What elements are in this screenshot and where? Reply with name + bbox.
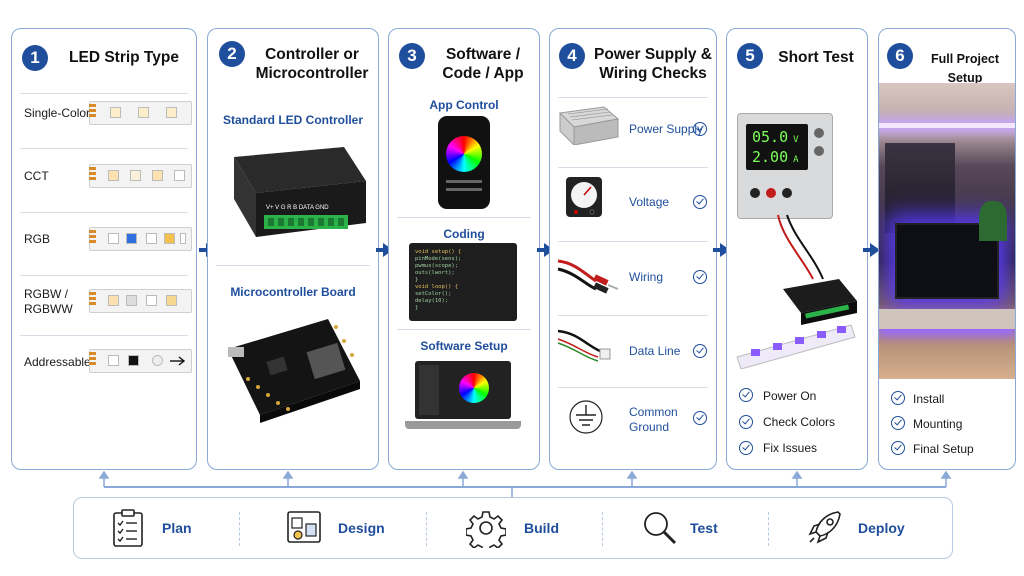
step-badge: 1 <box>22 45 48 71</box>
code-editor: void setup() { pinMode(sens); pwmus(scop… <box>409 243 517 321</box>
check-icon <box>693 195 707 209</box>
card-title: Software / Code / App <box>442 46 524 82</box>
wire-image <box>557 259 619 294</box>
card-title: Controller or Microcontroller <box>255 46 369 82</box>
card-software: 3 Software / Code / App App Control Codi… <box>388 28 540 470</box>
check-label: Data Line <box>629 344 681 358</box>
data-cable-image <box>557 329 611 362</box>
check-icon <box>891 416 905 430</box>
check-label: Power Supply <box>629 122 704 136</box>
power-supply-image <box>558 106 620 145</box>
feedback-arrows <box>98 470 952 497</box>
workflow-step-plan: Plan <box>162 520 192 536</box>
section-label: Coding <box>443 227 485 241</box>
check-icon <box>891 391 905 405</box>
check-label: Final Setup <box>913 442 974 456</box>
card-full-project-setup: 6 Full Project Setup Install Mounting Fi… <box>878 28 1016 470</box>
controller-terminal-text: V+ V G R B DATA GND <box>266 205 329 211</box>
workflow-step-test: Test <box>690 520 718 536</box>
voltmeter-image <box>566 177 602 217</box>
design-icon <box>287 511 321 543</box>
section-label: Software Setup <box>420 339 508 353</box>
card-led-strip-type: 1 LED Strip Type Single-Color CCT RGB RG… <box>11 28 197 470</box>
clipboard-icon <box>113 509 143 547</box>
step-badge: 4 <box>559 43 585 69</box>
section-label: Standard LED Controller <box>222 113 363 127</box>
strip-type-label: CCT <box>24 169 49 183</box>
check-icon <box>739 441 753 455</box>
led-controller-image: V+ V G R B DATA GND <box>234 147 366 237</box>
workflow-step-build: Build <box>524 520 559 536</box>
check-label: Fix Issues <box>763 441 818 455</box>
check-label: Common Ground <box>629 405 678 434</box>
check-icon <box>739 415 753 429</box>
check-label: Power On <box>763 389 817 403</box>
check-icon <box>693 270 707 284</box>
microcontroller-board-image <box>228 319 360 423</box>
rgb-strip <box>89 227 192 251</box>
feedback-line <box>104 486 946 488</box>
arrow-right-icon <box>713 243 730 257</box>
check-label: Wiring <box>629 270 664 284</box>
step-badge: 6 <box>887 43 913 69</box>
strip-type-label: RGB <box>24 232 51 246</box>
step-badge: 2 <box>219 41 245 67</box>
check-label: Check Colors <box>763 415 836 429</box>
step-badge: 5 <box>737 43 763 69</box>
strip-type-label: Addressable <box>24 355 91 369</box>
rgbw-strip <box>89 289 192 313</box>
card-controller: 2 Controller or Microcontroller Standard… <box>207 28 379 470</box>
workflow-step-design: Design <box>338 520 385 536</box>
single-color-strip <box>89 101 192 125</box>
card-title: Power Supply & Wiring Checks <box>594 46 712 82</box>
card-title: LED Strip Type <box>69 49 179 66</box>
workflow-bar: Plan Design Build Test Deploy <box>73 497 953 559</box>
workflow-step-deploy: Deploy <box>858 520 905 536</box>
section-label: App Control <box>429 98 499 112</box>
room-setup-image <box>879 83 1015 379</box>
arrow-right-icon <box>863 243 880 257</box>
check-icon <box>693 344 707 358</box>
card-title: Short Test <box>778 49 854 66</box>
check-label: Voltage <box>629 195 670 209</box>
cct-strip <box>89 164 192 188</box>
check-icon <box>739 388 753 402</box>
strip-type-label: RGBW / RGBWW <box>24 287 73 316</box>
strip-type-label: Single-Color <box>24 106 91 120</box>
check-label: Mounting <box>913 417 963 431</box>
test-wiring-image <box>736 214 857 369</box>
addressable-strip <box>89 349 192 373</box>
section-label: Microcontroller Board <box>230 285 356 299</box>
check-icon <box>891 441 905 455</box>
gear-icon <box>466 511 506 548</box>
check-icon <box>693 122 707 136</box>
check-label: Install <box>913 392 945 406</box>
phone-image <box>438 116 490 209</box>
laptop-image <box>405 361 521 431</box>
magnifier-icon <box>644 512 677 545</box>
check-icon <box>693 411 707 425</box>
rocket-icon <box>808 511 841 544</box>
card-title: Full Project Setup <box>930 52 1000 85</box>
ground-icon <box>569 400 603 434</box>
step-badge: 3 <box>399 43 425 69</box>
card-power-wiring: 4 Power Supply & Wiring Checks Power Sup… <box>549 28 717 470</box>
